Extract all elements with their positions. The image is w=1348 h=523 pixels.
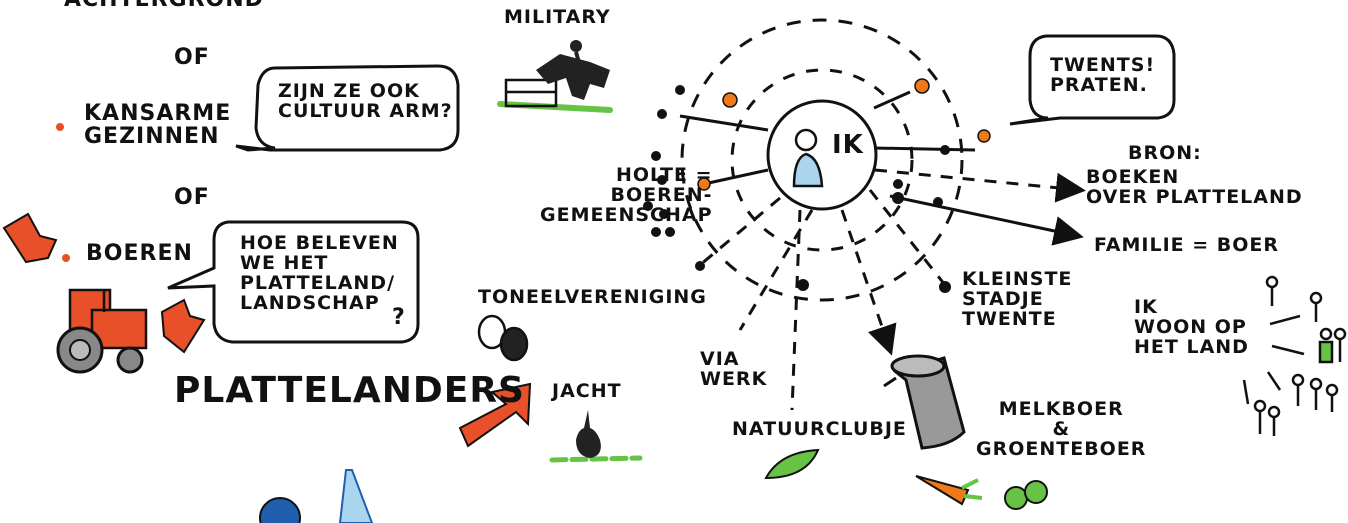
label-ik: IK bbox=[832, 130, 864, 160]
label-natuurclubje: NATUURCLUBJE bbox=[732, 418, 907, 440]
bubble-beleven-text: HOE BELEVEN WE HET PLATTELAND/ LANDSCHAP bbox=[240, 232, 399, 314]
label-achtergrond: ACHTERGROND bbox=[64, 0, 264, 11]
label-via-werk: VIA WERK bbox=[700, 348, 768, 390]
people-cluster-icon bbox=[1242, 275, 1347, 436]
label-of-1: OF bbox=[174, 45, 210, 70]
label-plattelanders: PLATTELANDERS bbox=[174, 370, 525, 411]
label-holte: HOLTE = BOEREN- GEMEENSCHAP bbox=[540, 164, 713, 226]
label-toneel: TONEELVERENIGING bbox=[478, 286, 707, 308]
spoke-military bbox=[679, 114, 769, 132]
bubble-twents-shape bbox=[1009, 34, 1176, 126]
orange-dots bbox=[697, 78, 991, 191]
label-kansarme: KANSARME GEZINNEN bbox=[84, 101, 232, 150]
spoke-top bbox=[873, 90, 911, 110]
tractor-icon bbox=[56, 288, 148, 374]
carrot-icon bbox=[915, 475, 983, 506]
bubble-twents-text: TWENTS! PRATEN. bbox=[1050, 54, 1156, 96]
milk-can-icon bbox=[883, 354, 966, 450]
bubble-cultuur-text: ZIJN ZE OOK CULTUUR ARM? bbox=[278, 80, 453, 122]
label-military: MILITARY bbox=[504, 6, 611, 28]
bubble-beleven-shape bbox=[167, 220, 420, 344]
rabbit-icon bbox=[549, 410, 643, 463]
dashed-ring-outer bbox=[680, 18, 964, 302]
label-of-2: OF bbox=[174, 185, 210, 210]
label-boeken: BOEKEN OVER PLATTELAND bbox=[1086, 166, 1303, 208]
horse-rider-icon bbox=[497, 40, 613, 113]
spokes bbox=[699, 168, 1086, 411]
bubble-beleven-question: ? bbox=[392, 305, 406, 330]
blue-badge-icon bbox=[259, 497, 301, 523]
dashed-ring-inner bbox=[730, 68, 914, 252]
orange-arrow-left bbox=[2, 212, 58, 264]
label-melkboer: MELKBOER & GROENTEBOER bbox=[976, 398, 1147, 460]
bullet-boeren bbox=[62, 254, 70, 262]
label-familie: FAMILIE = BOER bbox=[1094, 234, 1280, 256]
orange-arrow-plattelanders bbox=[458, 382, 532, 448]
theatre-masks-icon bbox=[477, 314, 529, 362]
spoke-familie bbox=[889, 194, 1084, 246]
person-icon bbox=[792, 128, 824, 188]
label-boeren: BOEREN bbox=[86, 241, 193, 266]
label-kleinste: KLEINSTE STADJE TWENTE bbox=[962, 268, 1073, 330]
spoke-holte bbox=[703, 168, 769, 186]
leaf-icon bbox=[764, 448, 820, 480]
orange-arrow-tractor bbox=[160, 298, 206, 354]
blue-blade-shape bbox=[338, 469, 374, 523]
apples-icon bbox=[1004, 480, 1048, 510]
label-bron: BRON: bbox=[1128, 142, 1202, 164]
spoke-twents bbox=[873, 146, 976, 152]
label-woon: IK WOON OP HET LAND bbox=[1134, 296, 1249, 358]
bullet-kansarme bbox=[56, 123, 64, 131]
bubble-cultuur-shape bbox=[235, 64, 460, 152]
label-jacht: JACHT bbox=[552, 380, 622, 402]
ring-dots bbox=[643, 85, 951, 293]
